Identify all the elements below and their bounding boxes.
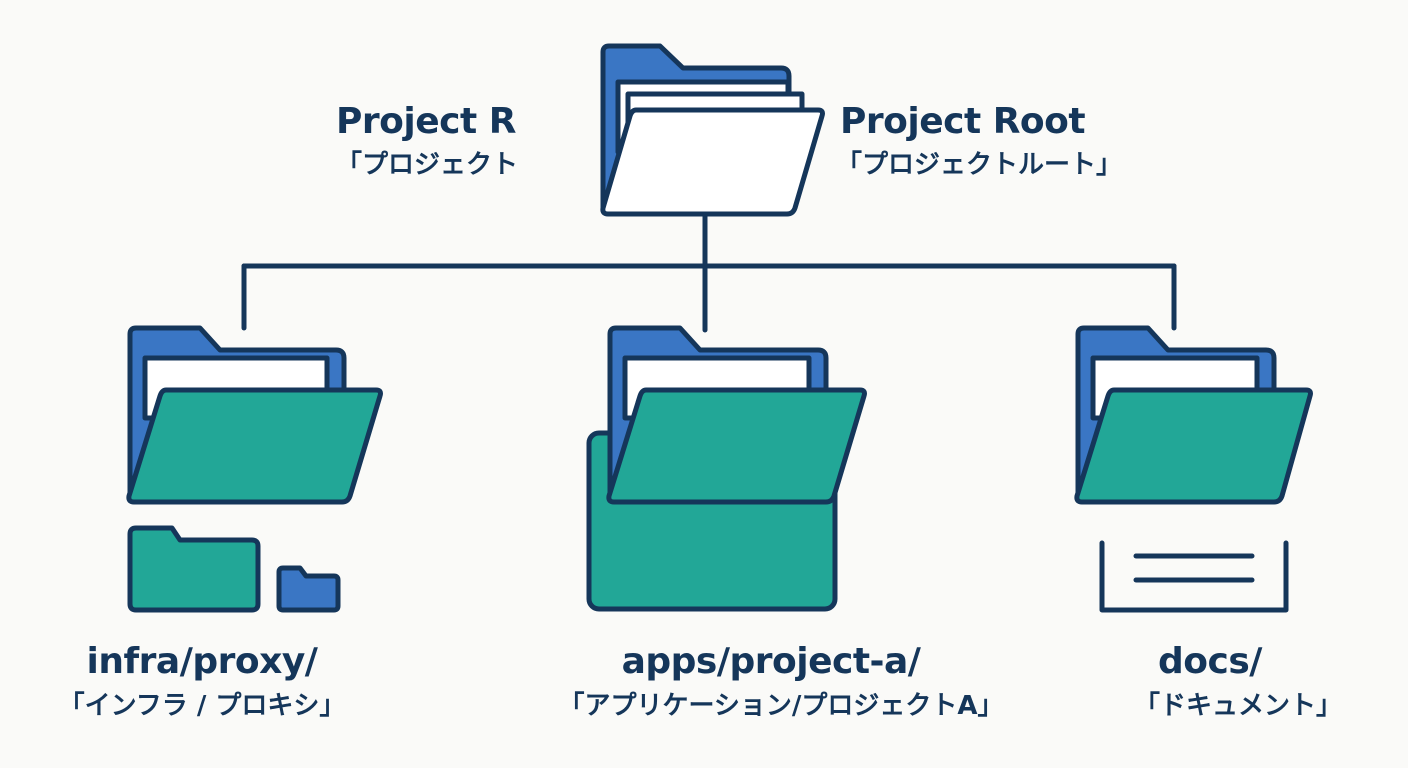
root-folder-icon (600, 43, 825, 217)
infra-proxy-folder-icon (126, 325, 383, 505)
child-infra-title: infra/proxy/ (86, 641, 318, 682)
infra-small-folder-icon (127, 525, 261, 613)
child-apps-subtitle: 「アプリケーション/プロジェクトA」 (558, 691, 1004, 721)
child-infra-subtitle: 「インフラ / プロキシ」 (58, 691, 346, 721)
root-title: Project Root (840, 101, 1086, 142)
child-docs-subtitle: 「ドキュメント」 (1133, 691, 1343, 721)
root-ghost-title: Project R (336, 101, 516, 142)
child-docs-title: docs/ (1158, 641, 1262, 682)
docs-document-tray-icon (1099, 540, 1289, 613)
child-apps-title: apps/project-a/ (621, 641, 921, 682)
root-subtitle: 「プロジェクトルート」 (836, 150, 1123, 180)
apps-project-a-folder-icon (606, 325, 867, 505)
docs-folder-icon (1074, 325, 1313, 505)
tree-connectors (241, 212, 1177, 333)
root-ghost-subtitle: 「プロジェクト (336, 150, 519, 180)
infra-tiny-folder-icon (276, 565, 341, 613)
